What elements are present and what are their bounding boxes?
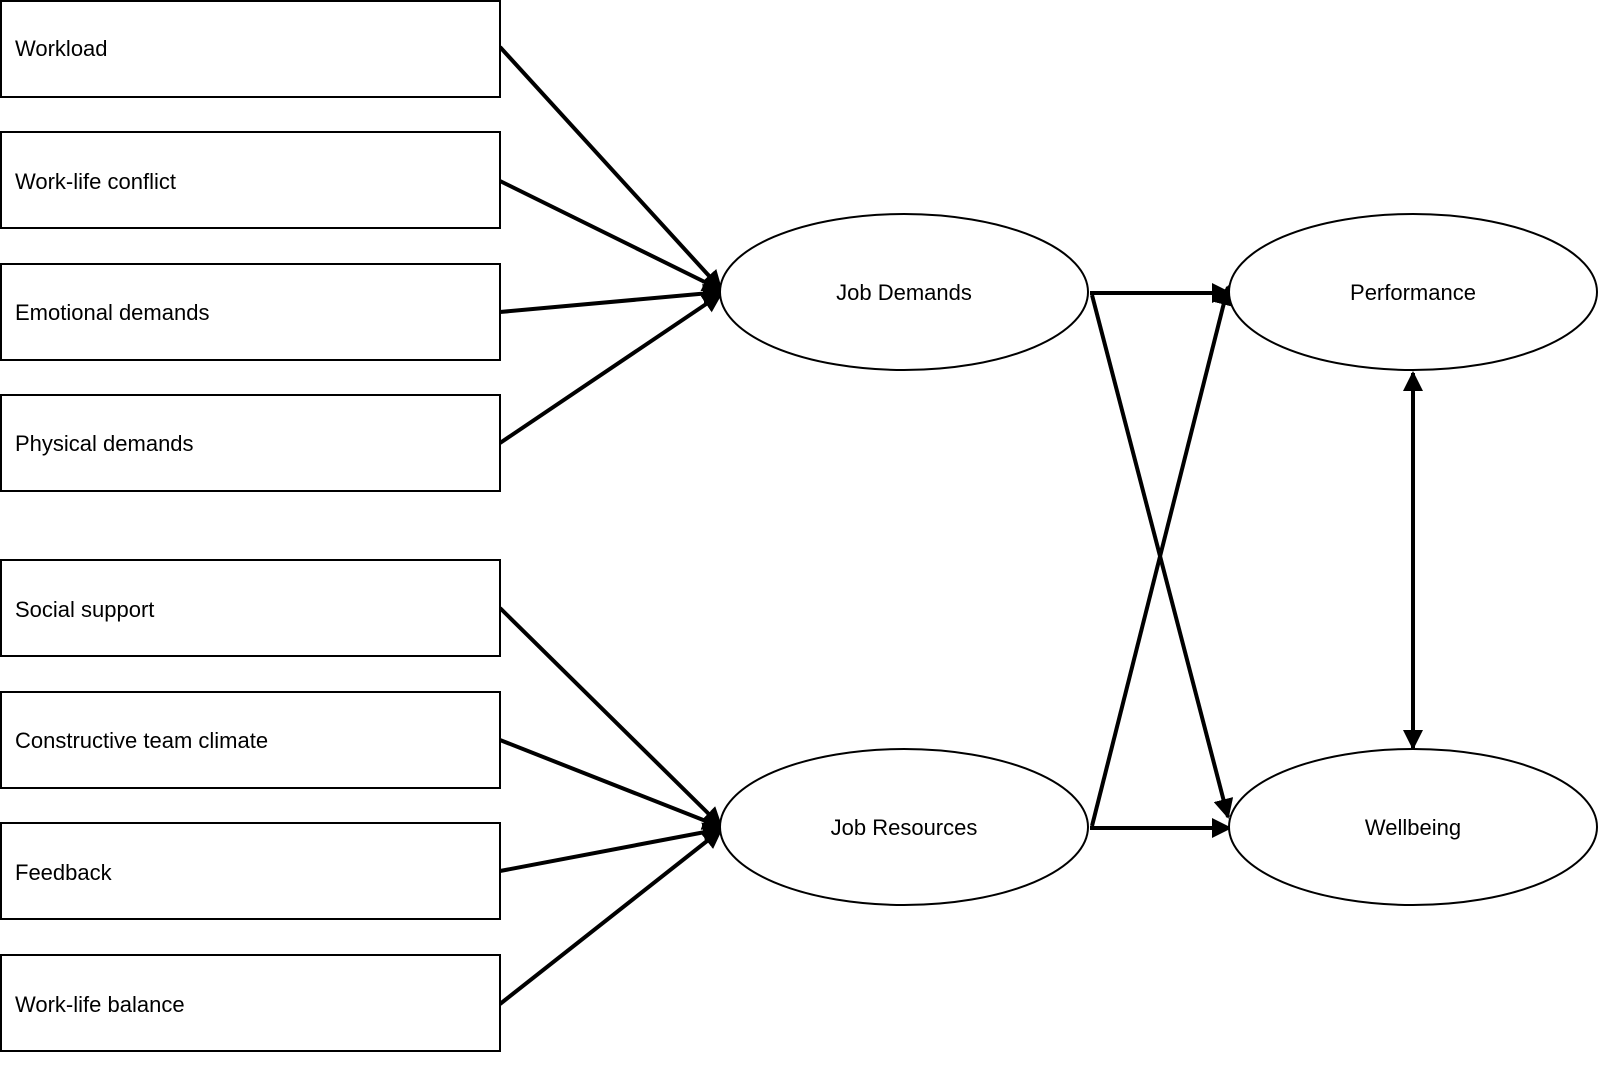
arrow-social-support-to-job-resources [498,606,723,828]
indicator-label: Emotional demands [15,300,209,325]
arrow-work-life-balance-to-job-resources [498,828,723,1006]
indicator-box-social-support: Social support [0,559,501,657]
construct-job-resources: Job Resources [719,748,1089,906]
construct-wellbeing: Wellbeing [1228,748,1598,906]
arrow-feedback-to-job-resources [499,822,723,873]
indicator-label: Social support [15,597,154,622]
arrow-job-resources-to-performance [1090,285,1234,827]
resource-indicators: Social support Constructive team climate… [0,559,501,1052]
constructs: Job Demands Job Resources Performance We… [719,213,1598,906]
arrow-work-life-conflict-to-job-demands [499,179,723,292]
construct-label: Job Demands [836,280,972,305]
indicator-box-workload: Workload [0,0,501,98]
indicator-label: Physical demands [15,431,194,456]
indicator-box-emotional-demands: Emotional demands [0,263,501,361]
indicator-label: Work-life balance [15,992,185,1017]
construct-performance: Performance [1228,213,1598,371]
indicator-box-work-life-balance: Work-life balance [0,954,501,1052]
indicator-label: Workload [15,36,108,61]
indicator-box-feedback: Feedback [0,822,501,920]
arrow-workload-to-job-demands [498,45,723,291]
arrow-physical-demands-to-job-demands [498,292,723,445]
construct-job-demands: Job Demands [719,213,1089,371]
indicator-label: Feedback [15,860,113,885]
arrow-team-climate-to-job-resources [499,738,723,830]
indicator-label: Work-life conflict [15,169,176,194]
construct-label: Wellbeing [1365,815,1461,840]
indicator-label: Constructive team climate [15,728,268,753]
arrows [498,45,1423,1006]
indicator-box-work-life-conflict: Work-life conflict [0,131,501,229]
indicator-box-constructive-team-climate: Constructive team climate [0,691,501,789]
construct-label: Performance [1350,280,1476,305]
construct-label: Job Resources [831,815,978,840]
arrow-emotional-demands-to-job-demands [499,283,723,314]
demand-indicators: Workload Work-life conflict Emotional de… [0,0,501,492]
indicator-box-physical-demands: Physical demands [0,394,501,492]
